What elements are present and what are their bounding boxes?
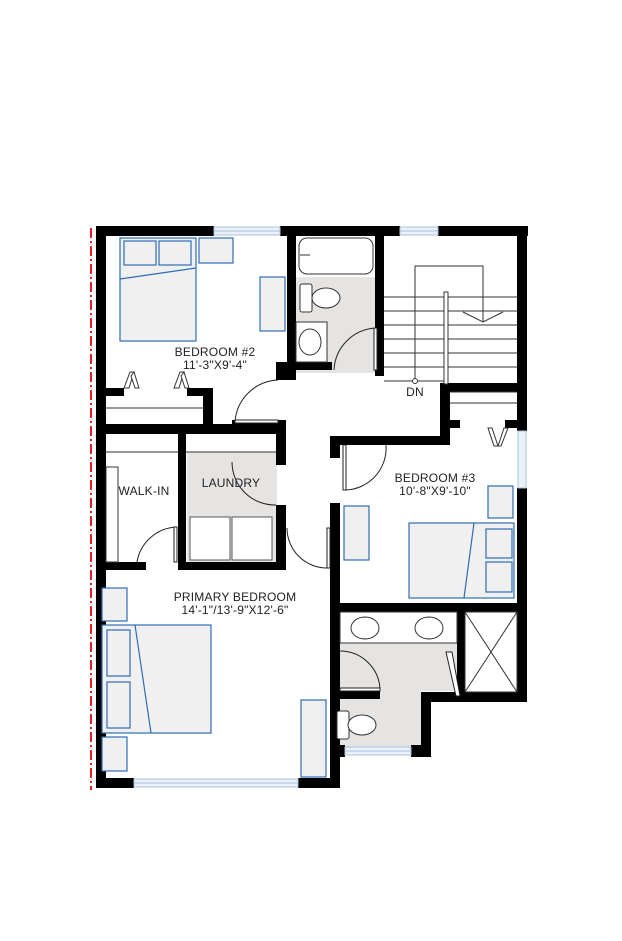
room-label-primary-bedroom: PRIMARY BEDROOM 14'-1"/13'-9"X12'-6" — [160, 591, 310, 617]
closet-bifold-doors — [105, 370, 517, 563]
bath-2-fixtures — [295, 237, 374, 363]
room-name: LAUNDRY — [201, 476, 261, 490]
stairs — [384, 265, 517, 404]
stair-direction-label: DN — [400, 386, 430, 399]
doors — [136, 327, 461, 697]
walls — [96, 226, 528, 788]
washer-dryer — [189, 516, 273, 561]
room-label-bedroom-2: BEDROOM #2 11'-3"X9'-4" — [160, 346, 270, 372]
furniture — [101, 237, 515, 778]
room-name: PRIMARY BEDROOM — [173, 590, 297, 604]
room-dimensions: 10'-8"X9'-10" — [399, 484, 471, 498]
dn-text: DN — [406, 385, 424, 399]
room-dimensions: 14'-1"/13'-9"X12'-6" — [181, 603, 289, 617]
room-name: BEDROOM #2 — [174, 345, 256, 359]
room-label-bedroom-3: BEDROOM #3 10'-8"X9'-10" — [375, 472, 495, 498]
windows — [133, 226, 527, 788]
room-name: WALK-IN — [118, 484, 170, 498]
room-dimensions: 11'-3"X9'-4" — [183, 358, 247, 372]
ensuite-fixtures — [336, 611, 518, 740]
room-label-laundry: LAUNDRY — [190, 477, 272, 490]
room-name: BEDROOM #3 — [394, 471, 476, 485]
room-label-walk-in: WALK-IN — [112, 485, 176, 498]
